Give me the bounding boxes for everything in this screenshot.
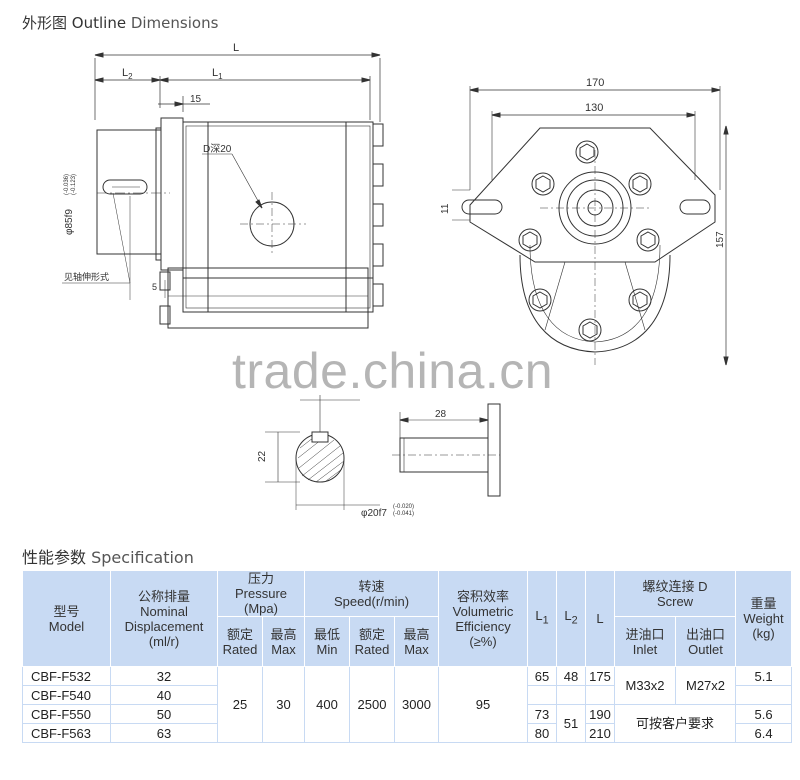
cell-l1: 73 xyxy=(527,704,558,724)
cell-speed-max: 3000 xyxy=(393,666,440,743)
outline-title-en1: Outline xyxy=(71,14,127,32)
svg-text:(-0.041): (-0.041) xyxy=(393,511,414,517)
cell-speed-rated: 2500 xyxy=(349,666,395,743)
table-row: CBF-F540 40 xyxy=(22,685,793,705)
table-row: CBF-F563 63 80 210 6.4 xyxy=(22,723,793,743)
cell-weight: 6.4 xyxy=(735,723,793,743)
watermark: trade.china.cn xyxy=(232,343,554,399)
cell-l1: 65 xyxy=(527,666,558,686)
cell-displacement: 50 xyxy=(110,704,218,724)
key-section xyxy=(265,395,380,510)
cell-l1 xyxy=(527,685,558,705)
dim-15: 15 xyxy=(190,94,202,105)
note-shaft: 见轴伸形式 xyxy=(64,271,109,282)
hdr-l2: L2 xyxy=(556,570,587,667)
cell-displacement: 40 xyxy=(110,685,218,705)
cell-efficiency: 95 xyxy=(438,666,529,743)
dim-d-depth: D深20 xyxy=(203,143,232,155)
cell-pressure-max: 30 xyxy=(262,666,305,743)
svg-text:(-0.123): (-0.123) xyxy=(71,174,77,195)
spec-title-cn: 性能参数 xyxy=(22,548,87,567)
cell-l: 210 xyxy=(585,723,616,743)
spec-title-en: Specification xyxy=(91,548,194,567)
dim-key-dia: φ20f7 (-0.020) (-0.041) xyxy=(361,504,414,519)
cell-model: CBF-F550 xyxy=(22,704,111,724)
dim-L1: L1 xyxy=(212,67,223,81)
hdr-l: L xyxy=(585,570,616,667)
side-view xyxy=(62,52,384,329)
cell-model: CBF-F540 xyxy=(22,685,111,705)
cell-outlet: M27x2 xyxy=(675,666,737,705)
spec-title: 性能参数 Specification xyxy=(22,544,194,568)
dim-L: L xyxy=(233,42,239,54)
svg-text:(-0.020): (-0.020) xyxy=(393,504,414,510)
dim-157: 157 xyxy=(715,231,726,248)
hdr-l1: L1 xyxy=(527,570,558,667)
cell-model: CBF-F532 xyxy=(22,666,111,686)
dim-11: 11 xyxy=(440,203,451,214)
svg-text:φ85f9: φ85f9 xyxy=(64,209,75,235)
front-view xyxy=(452,86,729,366)
dim-130: 130 xyxy=(585,102,603,114)
dim-170: 170 xyxy=(586,77,604,89)
dim-L2: L2 xyxy=(122,67,133,81)
outline-title-en2: Dimensions xyxy=(130,14,219,32)
key-shaft xyxy=(392,403,501,497)
dim-28: 28 xyxy=(435,409,447,420)
cell-l: 175 xyxy=(585,666,616,686)
cell-custom: 可按客户要求 xyxy=(614,704,737,743)
cell-weight: 5.6 xyxy=(735,704,793,724)
cell-l2: 48 xyxy=(556,666,587,686)
outline-drawing: L L2 L1 15 D深20 φ85f9 (-0.036) (-0.123) … xyxy=(62,42,729,519)
cell-displacement: 63 xyxy=(110,723,218,743)
outline-title-cn: 外形图 xyxy=(22,14,68,32)
dim-22: 22 xyxy=(257,450,268,462)
cell-l: 190 xyxy=(585,704,616,724)
cell-pressure-rated: 25 xyxy=(217,666,263,743)
dim-5: 5 xyxy=(152,282,157,292)
cell-l2: 51 xyxy=(556,704,587,743)
cell-l xyxy=(585,685,616,705)
cell-model: CBF-F563 xyxy=(22,723,111,743)
dim-shaft-dia: φ85f9 (-0.036) (-0.123) xyxy=(64,174,77,235)
cell-weight: 5.1 xyxy=(735,666,793,686)
outline-title: 外形图 Outline Dimensions xyxy=(22,12,218,33)
svg-text:(-0.036): (-0.036) xyxy=(64,174,70,195)
svg-text:φ20f7: φ20f7 xyxy=(361,508,387,519)
cell-speed-min: 400 xyxy=(304,666,350,743)
cell-l2 xyxy=(556,685,587,705)
table-row: CBF-F532 32 25 30 400 2500 3000 95 65 48… xyxy=(22,666,793,743)
cell-l1: 80 xyxy=(527,723,558,743)
cell-weight xyxy=(735,685,793,705)
cell-displacement: 32 xyxy=(110,666,218,686)
cell-inlet: M33x2 xyxy=(614,666,677,705)
